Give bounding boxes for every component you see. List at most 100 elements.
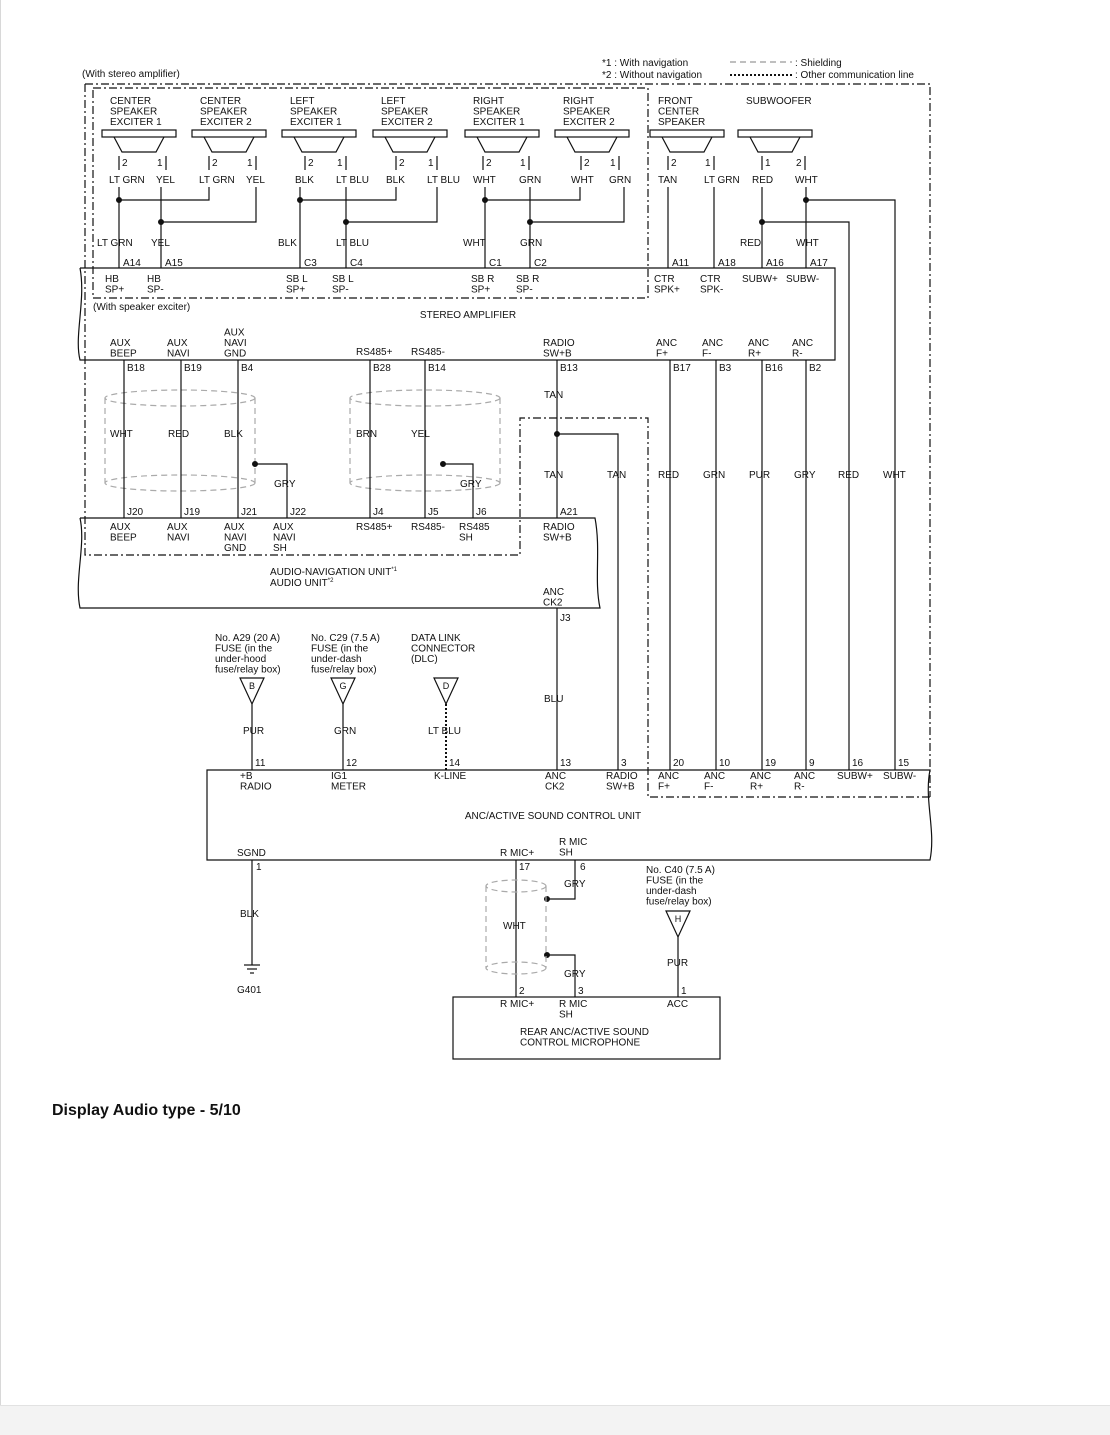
- nav-pin-0-label-0: AUX: [110, 522, 131, 533]
- fuse-1-letter: G: [339, 681, 346, 691]
- nav-pin-7-label-1: SW+B: [543, 533, 572, 544]
- speaker-3-name-1: SPEAKER: [381, 107, 428, 118]
- mic-pin-1: 3: [578, 986, 584, 997]
- speaker-4-pin-a-num: 2: [486, 158, 492, 169]
- speaker-4-body: [464, 129, 540, 138]
- anc-fp-color: RED: [658, 470, 679, 481]
- nav-pin-6-num: J6: [476, 507, 487, 518]
- speaker-0-wire-a: LT GRN: [109, 175, 145, 186]
- junction-r2: [526, 219, 533, 226]
- rs485-shield-bottom: [349, 474, 501, 492]
- fuse-1-label-2: under-dash: [311, 654, 362, 665]
- amp-output-2-label-1: NAVI: [224, 338, 247, 349]
- speaker-3-wire-a: BLK: [386, 175, 405, 186]
- nav-pin-0-num: J20: [127, 507, 144, 518]
- sgnd-wire-color: BLK: [240, 909, 259, 920]
- amp-input-4-label-0: SB R: [471, 274, 494, 285]
- amp-output-7-label-1: F-: [702, 349, 711, 360]
- anc-pin-7-num: 19: [765, 758, 777, 769]
- nav-pin-3-label-0: AUX: [273, 522, 294, 533]
- rmic-sh-color-2: GRY: [564, 969, 586, 980]
- fuse-2-label-0: DATA LINK: [411, 633, 461, 644]
- anc-pin-10-label-0: SUBW-: [883, 771, 916, 782]
- mic-name-1: CONTROL MICROPHONE: [520, 1038, 641, 1049]
- anc-pin-6-label-0: ANC: [704, 771, 725, 782]
- anc-rp-color: PUR: [749, 470, 770, 481]
- fuse-0-label-3: fuse/relay box): [215, 665, 281, 676]
- anc-pin-9-label-0: SUBW+: [837, 771, 873, 782]
- rmic-sh-label-1: SH: [559, 848, 573, 859]
- amp-output-7-label-0: ANC: [702, 338, 723, 349]
- fuse-c40-label-3: fuse/relay box): [646, 897, 712, 908]
- amp-input-7-label-0: CTR: [700, 274, 721, 285]
- page-caption: Display Audio type - 5/10: [52, 1102, 241, 1119]
- subw-minus-branch: [806, 199, 896, 770]
- amp-input-9-wire: WHT: [796, 238, 819, 249]
- note-without-navigation: *2 : Without navigation: [602, 70, 702, 81]
- amp-input-6-pin: A11: [672, 258, 689, 269]
- junction-l2: [343, 219, 350, 226]
- fuse-1-label-0: No. C29 (7.5 A): [311, 633, 380, 644]
- amp-input-3-pin: C4: [350, 258, 363, 269]
- speaker-0-pin-a-num: 2: [122, 158, 128, 169]
- nav-pin-2-label-1: NAVI: [224, 533, 247, 544]
- fuse-2-label-1: CONNECTOR: [411, 644, 475, 655]
- anc-pin-1-num: 12: [346, 758, 358, 769]
- speaker-6-name-2: SPEAKER: [658, 117, 705, 128]
- speaker-0-name-1: SPEAKER: [110, 107, 157, 118]
- amp-input-0-label-0: HB: [105, 274, 119, 285]
- amp-output-9-pin: B2: [809, 363, 822, 374]
- fuses: No. A29 (20 A)FUSE (in theunder-hoodfuse…: [215, 633, 475, 770]
- nav-unit-pins: J20AUXBEEPJ19AUXNAVIJ21AUXNAVIGNDJ22AUXN…: [110, 507, 578, 554]
- speaker-2-wire-b: LT BLU: [336, 175, 369, 186]
- anc-pin-5-label-0: ANC: [658, 771, 679, 782]
- speaker-1-wire-a: LT GRN: [199, 175, 235, 186]
- nav-pin-2-label-0: AUX: [224, 522, 245, 533]
- speaker-6-name-0: FRONT: [658, 96, 692, 107]
- speaker-2-pin-b-num: 1: [337, 158, 343, 169]
- amp-input-9-label-0: SUBW-: [786, 274, 819, 285]
- speaker-0-wire-b: YEL: [156, 175, 175, 186]
- fuse-c40-letter: H: [675, 914, 682, 924]
- page-left-edge: [0, 0, 1, 1434]
- nav-pin-2-num: J21: [241, 507, 258, 518]
- speaker-exciter-boundary: [92, 87, 649, 299]
- nav-pin-7-label-0: RADIO: [543, 522, 575, 533]
- anc-ck2-pin: J3: [560, 613, 571, 624]
- junction-r1: [482, 197, 489, 204]
- amp-input-0-label-1: SP+: [105, 285, 124, 296]
- fuse-2-label-2: (DLC): [411, 654, 438, 665]
- speaker-2-cone: [293, 136, 345, 153]
- radio-swb-a-color: TAN: [544, 470, 563, 481]
- anc-pin-4-label-0: RADIO: [606, 771, 638, 782]
- speaker-2-name-2: EXCITER 1: [290, 117, 342, 128]
- anc-rm-color: GRY: [794, 470, 816, 481]
- speaker-4-wire-b: GRN: [519, 175, 541, 186]
- amp-output-5-label-0: RADIO: [543, 338, 575, 349]
- speaker-1-cone: [203, 136, 255, 153]
- anc-pin-0-num: 11: [255, 758, 266, 769]
- speaker-wire-7: [346, 187, 438, 223]
- rmic-sh-color-1: GRY: [564, 879, 586, 890]
- speaker-7-wire-b: WHT: [795, 175, 818, 186]
- anc-pin-8-label-0: ANC: [794, 771, 815, 782]
- aux-shield-junction: [252, 461, 259, 468]
- nav-pin-3-label-2: SH: [273, 543, 287, 554]
- speaker-5-name-1: SPEAKER: [563, 107, 610, 118]
- amp-input-2-label-1: SP+: [286, 285, 305, 296]
- speaker-1-body: [191, 129, 267, 138]
- fuse-2-letter: D: [443, 681, 450, 691]
- speaker-7-wire-a: RED: [752, 175, 773, 186]
- legend-other-comm: : Other communication line: [795, 70, 914, 81]
- anc-ck2-label-1: CK2: [543, 598, 563, 609]
- anc-unit-box: [206, 769, 933, 861]
- junction-l1: [297, 197, 304, 204]
- speaker-0-name-0: CENTER: [110, 96, 151, 107]
- aux-shield-wire-color: GRY: [274, 479, 296, 490]
- amp-output-8-label-0: ANC: [748, 338, 769, 349]
- speaker-2-name-1: SPEAKER: [290, 107, 337, 118]
- speaker-wire-2: [119, 187, 210, 201]
